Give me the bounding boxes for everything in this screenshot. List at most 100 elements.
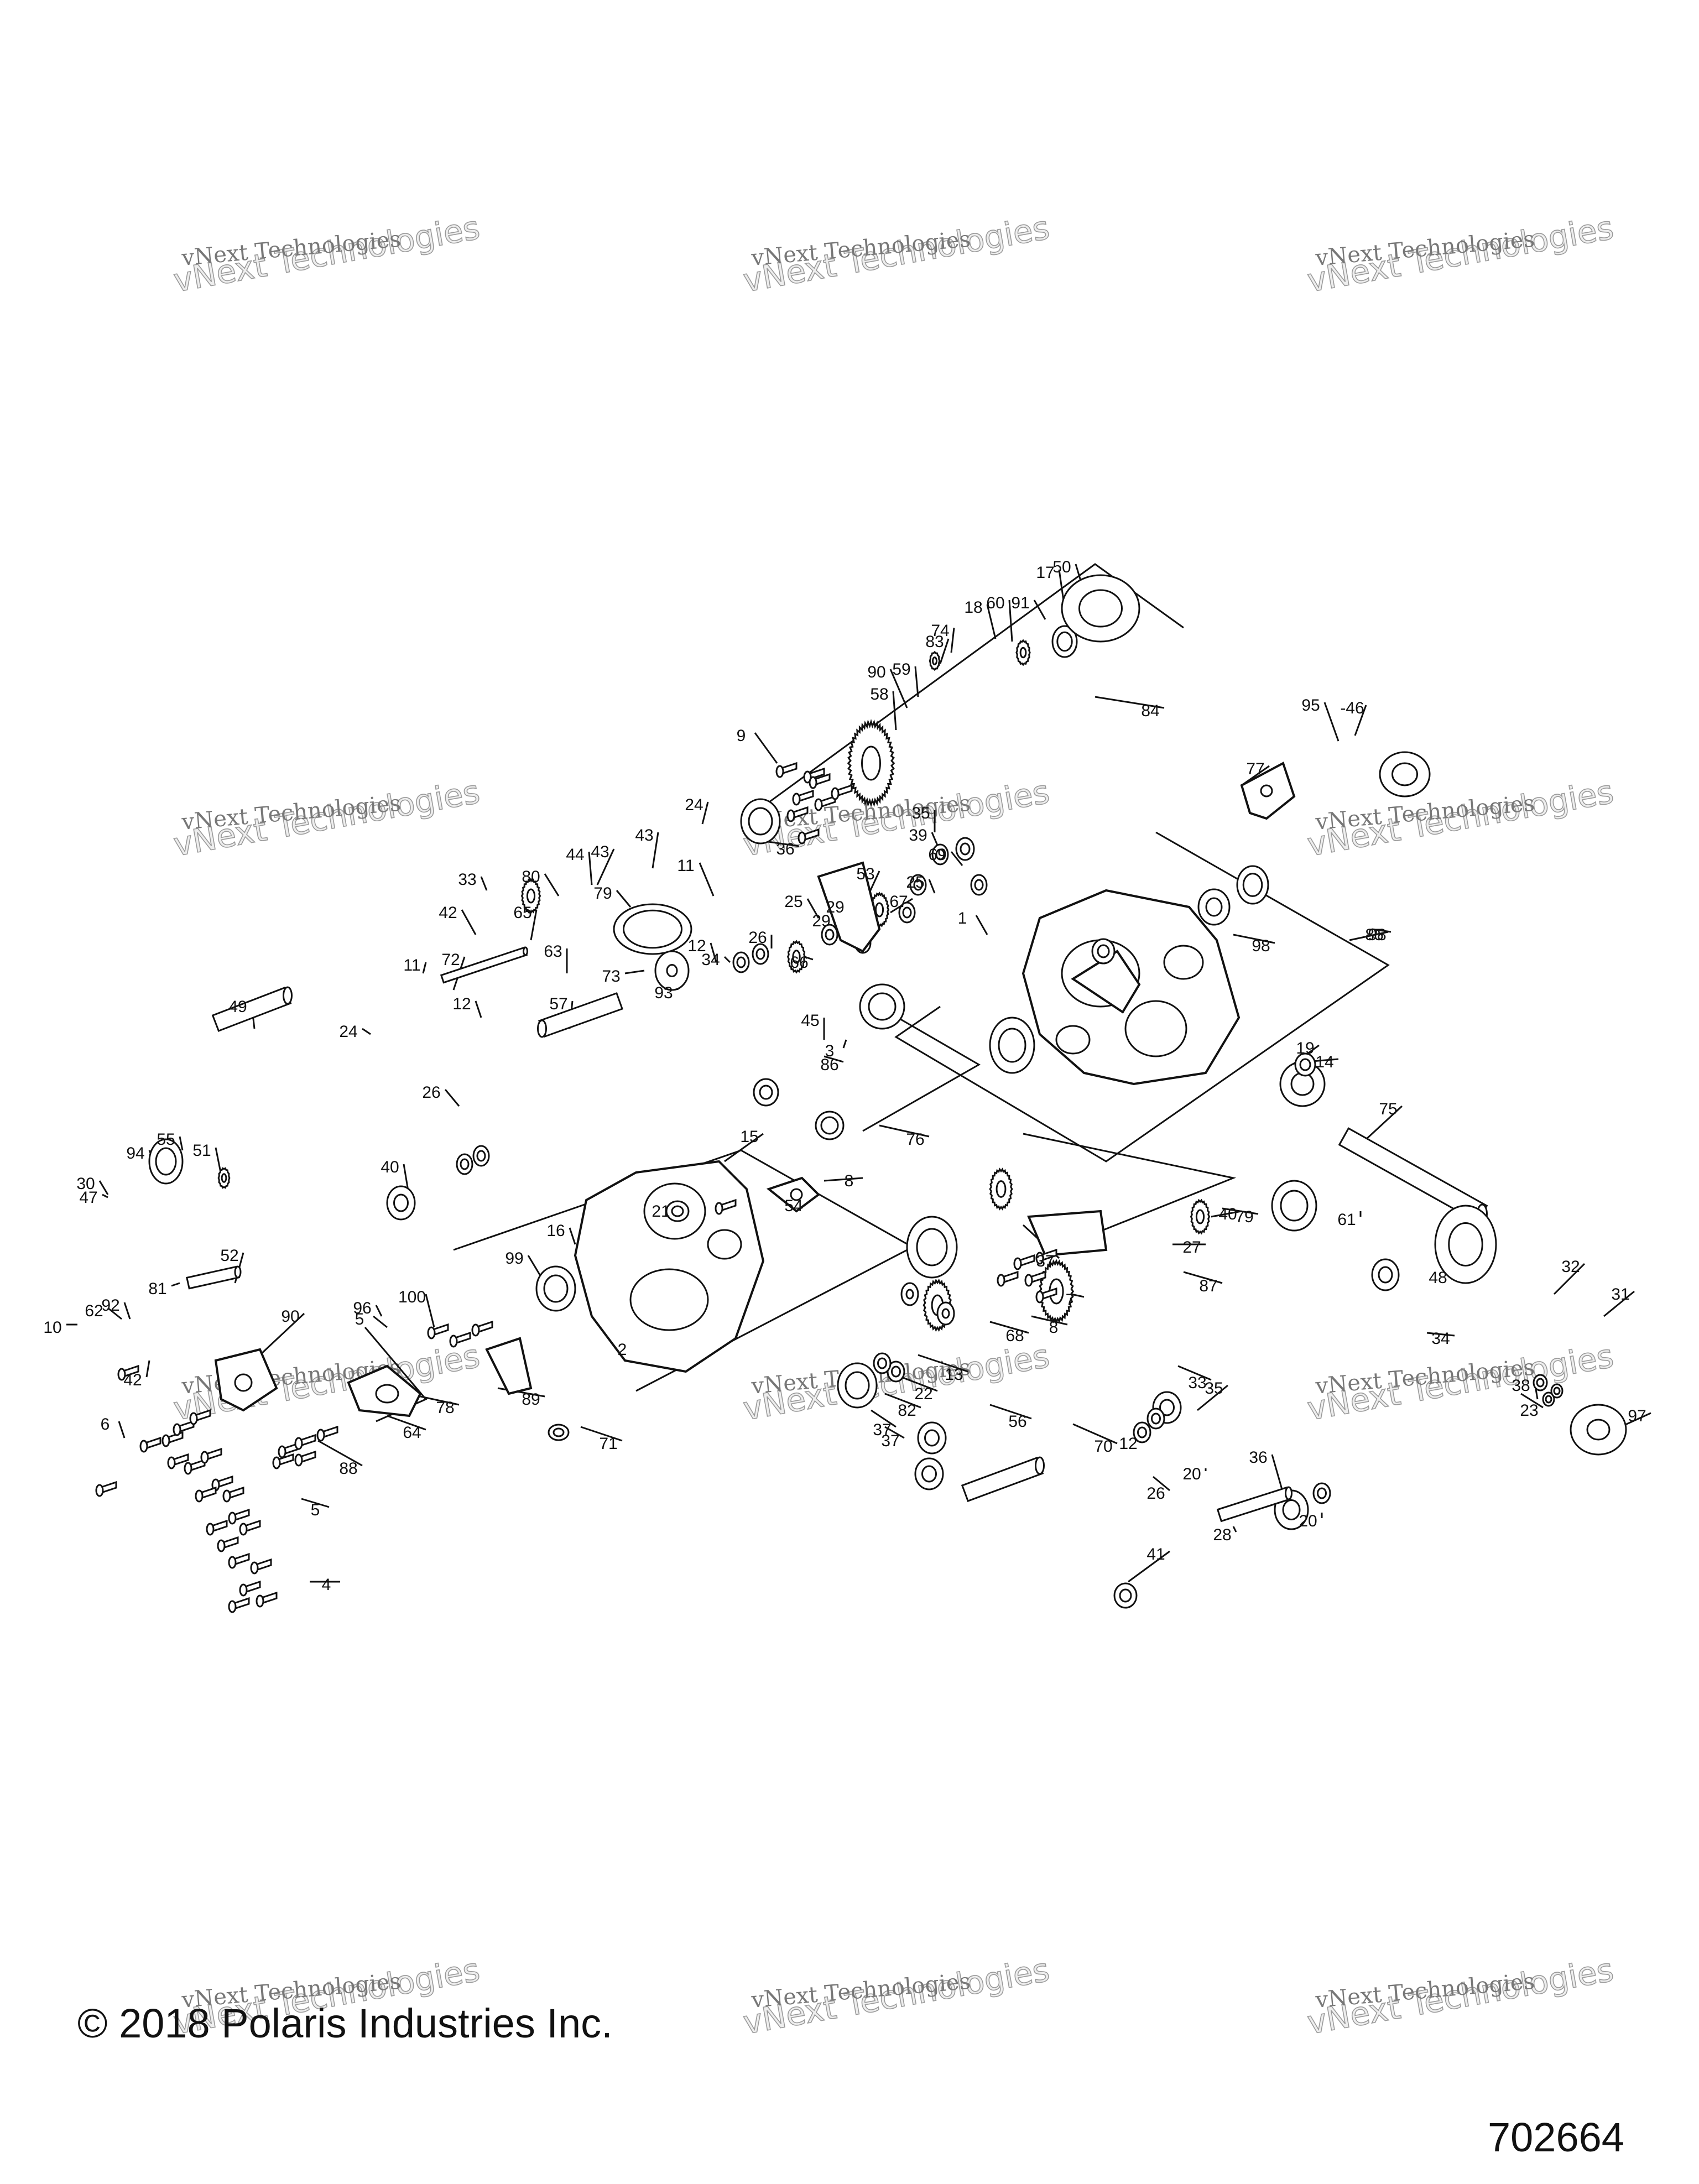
leader-line bbox=[1553, 1263, 1586, 1295]
callout-number: 24 bbox=[685, 796, 703, 814]
callout-number: 54 bbox=[784, 1197, 802, 1215]
bolt-part bbox=[1024, 1270, 1046, 1287]
leader-line bbox=[1183, 1271, 1223, 1284]
callout-number: 7 bbox=[1066, 1291, 1075, 1309]
cover-53 bbox=[766, 1176, 821, 1213]
callout-number: 33 bbox=[1188, 1374, 1206, 1392]
bolt-part bbox=[427, 1323, 449, 1339]
callout-number: 25 bbox=[784, 893, 802, 911]
callout-number: 57 bbox=[549, 995, 567, 1013]
callout-number: 10 bbox=[43, 1318, 61, 1337]
callout-number: 66 bbox=[790, 953, 808, 972]
leader-line bbox=[975, 915, 988, 935]
callout-number: 36 bbox=[1249, 1448, 1267, 1467]
callout-number: 51 bbox=[192, 1141, 211, 1160]
callout-number: 100 bbox=[398, 1288, 426, 1306]
callout-number: 21 bbox=[652, 1202, 670, 1221]
bolt-part bbox=[997, 1270, 1019, 1287]
ring-part bbox=[752, 943, 769, 965]
callout-number: 26 bbox=[422, 1083, 440, 1102]
bolt-part bbox=[95, 1481, 117, 1497]
parts-layer bbox=[95, 574, 1627, 1613]
leader-line bbox=[588, 851, 593, 885]
diagram-number: 702664 bbox=[1488, 2114, 1624, 2160]
callout-number: 4 bbox=[322, 1576, 331, 1594]
leader-line bbox=[317, 1440, 363, 1467]
callout-number: 2 bbox=[618, 1341, 627, 1359]
leader-line bbox=[1031, 1315, 1068, 1326]
leader-line bbox=[1520, 1393, 1544, 1409]
callout-number: 5 bbox=[355, 1310, 364, 1328]
callout-number: 26 bbox=[748, 929, 767, 947]
leader-line bbox=[928, 879, 936, 894]
leader-line bbox=[699, 862, 715, 896]
callout-number: 73 bbox=[602, 967, 620, 986]
callout-number: 90 bbox=[281, 1307, 299, 1326]
differential-49 bbox=[1061, 574, 1140, 643]
leader-line bbox=[950, 851, 963, 866]
bolt-part bbox=[316, 1425, 338, 1442]
bearing-40-left bbox=[386, 1185, 416, 1221]
bolt-part bbox=[239, 1519, 261, 1536]
leader-line bbox=[301, 1498, 330, 1508]
leader-line bbox=[1072, 1423, 1118, 1445]
leader-line bbox=[544, 873, 560, 896]
bolt-part bbox=[809, 773, 831, 789]
bracket-88 bbox=[485, 1337, 533, 1395]
leader-line bbox=[1233, 934, 1275, 944]
leader-line bbox=[1177, 1365, 1212, 1381]
leader-line bbox=[871, 1409, 897, 1428]
ring-part bbox=[1542, 1391, 1555, 1407]
leader-line bbox=[884, 1426, 905, 1439]
callout-number: 13 bbox=[945, 1365, 963, 1384]
gear-64 bbox=[520, 878, 541, 914]
leader-line bbox=[1426, 1332, 1455, 1337]
flange-96 bbox=[1570, 1404, 1627, 1456]
bolt-part bbox=[803, 767, 825, 784]
leader-line bbox=[373, 1315, 388, 1328]
bracket-assembly-84 bbox=[894, 831, 1390, 1163]
ring-part bbox=[900, 1282, 919, 1306]
leader-line bbox=[1271, 1454, 1284, 1494]
bolt-part bbox=[117, 1364, 139, 1381]
ring-part bbox=[1152, 1391, 1182, 1424]
leader-line bbox=[98, 1180, 109, 1195]
callout-number: 12 bbox=[1119, 1435, 1137, 1453]
bolt-part bbox=[775, 762, 798, 778]
gear-50 bbox=[217, 1167, 231, 1189]
bolt-part bbox=[217, 1536, 239, 1552]
callout-number: 70 bbox=[1094, 1437, 1112, 1456]
leader-line bbox=[723, 956, 731, 963]
callout-number: 8 bbox=[1049, 1318, 1059, 1337]
bracket-52 bbox=[817, 861, 881, 953]
leader-line bbox=[425, 1294, 435, 1328]
leader-line bbox=[901, 1376, 938, 1392]
bolt-part bbox=[256, 1591, 278, 1608]
ring-part bbox=[753, 1078, 779, 1107]
callout-number: 31 bbox=[1611, 1285, 1629, 1304]
callout-number: 58 bbox=[870, 685, 888, 703]
callout-number: 32 bbox=[1561, 1258, 1580, 1276]
callout-number: 49 bbox=[228, 998, 247, 1016]
bolt-part bbox=[200, 1447, 222, 1464]
callout-number: 37 bbox=[1036, 1252, 1054, 1270]
bolt-part bbox=[715, 1198, 737, 1215]
leader-line bbox=[107, 1307, 122, 1320]
ring-part bbox=[917, 1421, 947, 1455]
leader-line bbox=[1095, 696, 1165, 709]
callout-number: 79 bbox=[1235, 1208, 1253, 1226]
leader-line bbox=[914, 666, 919, 697]
bracket-76 bbox=[1240, 762, 1296, 820]
leader-line bbox=[1603, 1290, 1635, 1317]
callout-number: 39 bbox=[909, 826, 927, 845]
leader-line bbox=[939, 638, 950, 664]
leader-line bbox=[1371, 928, 1391, 933]
callout-number: 96 bbox=[353, 1299, 371, 1317]
callout-number: 42 bbox=[439, 904, 457, 922]
motor-100 bbox=[148, 1138, 184, 1185]
ring-part bbox=[1051, 625, 1078, 658]
